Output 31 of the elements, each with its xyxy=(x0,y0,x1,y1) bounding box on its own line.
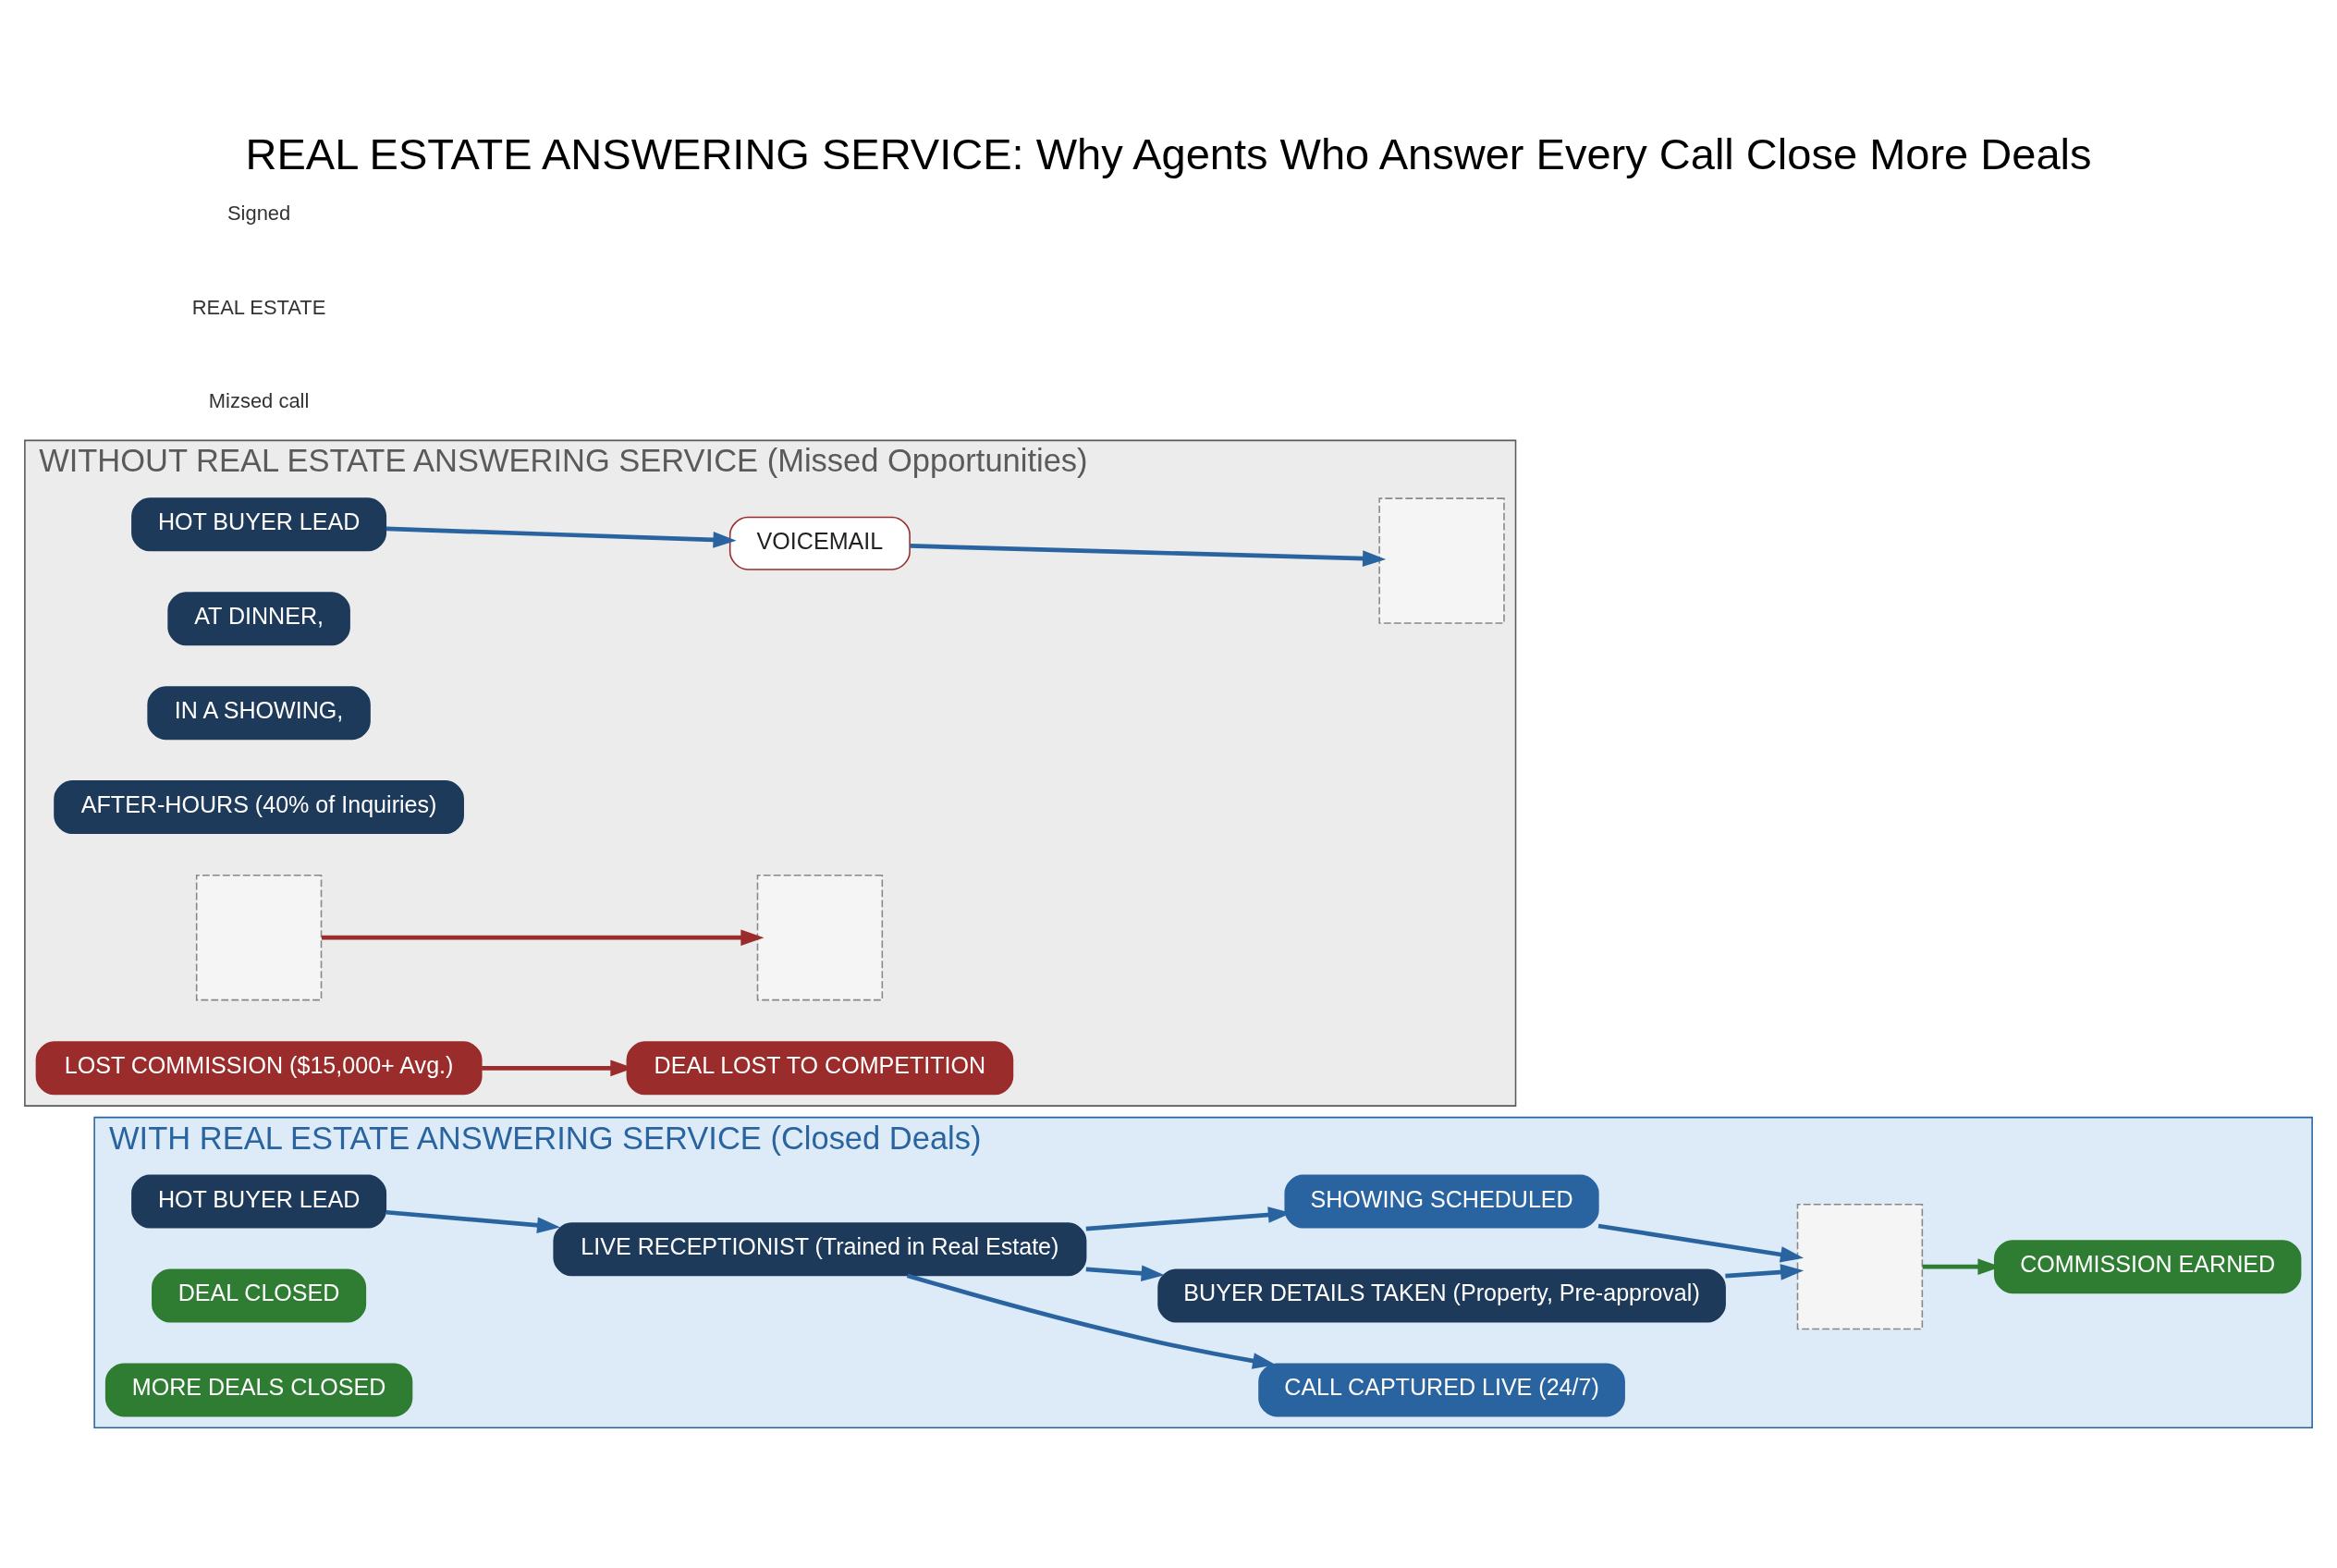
label: REAL ESTATE xyxy=(191,295,326,319)
arrow xyxy=(906,1273,1277,1369)
node-box: HOT BUYER LEAD xyxy=(131,1174,387,1229)
node-box: IN A SHOWING, xyxy=(147,686,371,741)
arrow xyxy=(910,544,1387,567)
node-box: SHOWING SCHEDULED xyxy=(1284,1174,1599,1229)
arrow xyxy=(1085,1265,1165,1282)
node-box: DEAL CLOSED xyxy=(152,1268,367,1323)
label: Mizsed call xyxy=(208,389,310,413)
node-box xyxy=(1378,497,1505,624)
arrow xyxy=(1725,1264,1805,1280)
node-box: HOT BUYER LEAD xyxy=(131,497,387,552)
node-box: AFTER-HOURS (40% of Inquiries) xyxy=(54,780,464,835)
node-box: CALL CAPTURED LIVE (24/7) xyxy=(1258,1363,1625,1417)
node-box xyxy=(1796,1203,1924,1330)
node-box: MORE DEALS CLOSED xyxy=(104,1363,413,1417)
node-box: VOICEMAIL xyxy=(728,516,911,570)
arrow xyxy=(322,929,765,946)
node-box xyxy=(756,875,884,1001)
arrow xyxy=(385,526,737,548)
node-box: LOST COMMISSION ($15,000+ Avg.) xyxy=(35,1041,483,1096)
node-box xyxy=(195,875,323,1001)
node-box: DEAL LOST TO COMPETITION xyxy=(626,1041,1014,1096)
diagram-title: REAL ESTATE ANSWERING SERVICE: Why Agents Who Answer Every Call Close More Deals xyxy=(245,129,2092,179)
label: Signed xyxy=(226,201,291,225)
node-box: AT DINNER, xyxy=(167,592,350,646)
node-box: LIVE RECEPTIONIST (Trained in Real Estate) xyxy=(553,1222,1087,1277)
arrow xyxy=(1597,1223,1805,1263)
node-box: BUYER DETAILS TAKEN (Property, Pre-approval) xyxy=(1157,1268,1726,1323)
arrow xyxy=(385,1209,561,1234)
node-box: COMMISSION EARNED xyxy=(1993,1240,2302,1294)
